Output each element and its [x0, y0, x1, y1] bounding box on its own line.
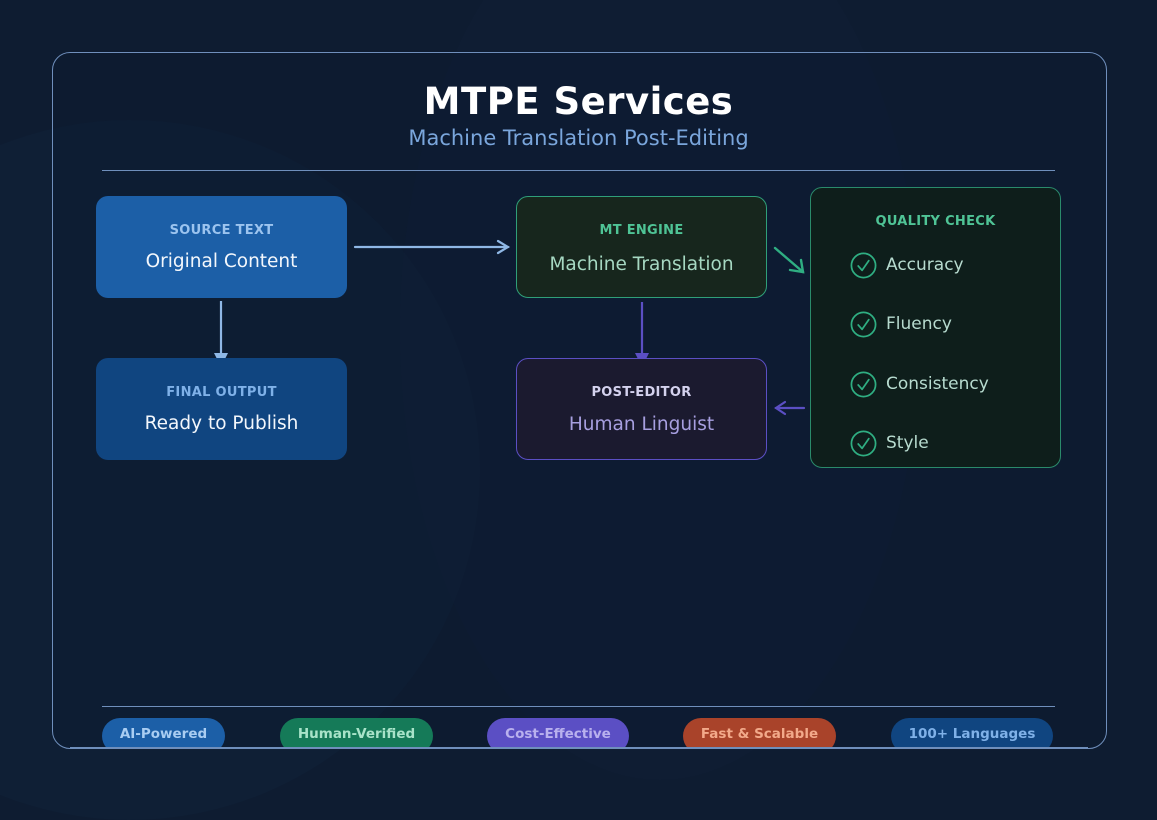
quality-item: Fluency [849, 309, 952, 339]
arrow-quality-to-post-editor [774, 400, 806, 416]
node-mt-engine[interactable]: MT ENGINE Machine Translation [516, 196, 767, 298]
node-post-editor[interactable]: POST-EDITOR Human Linguist [516, 358, 767, 460]
node-quality-check[interactable]: QUALITY CHECK Accuracy Fluency Consisten… [810, 187, 1061, 468]
tag-ai-powered[interactable]: AI-Powered [102, 718, 225, 748]
node-value: Machine Translation [549, 254, 734, 275]
node-final-output[interactable]: FINAL OUTPUT Ready to Publish [96, 358, 347, 460]
page-title: MTPE Services [423, 80, 734, 123]
tag-languages[interactable]: 100+ Languages [891, 718, 1053, 748]
tag-label: AI-Powered [119, 726, 208, 742]
quality-item-label: Accuracy [886, 255, 964, 275]
quality-item: Style [849, 428, 929, 458]
node-label: QUALITY CHECK [875, 214, 996, 229]
quality-item-label: Consistency [886, 374, 989, 394]
quality-item-label: Fluency [886, 314, 952, 334]
tag-label: Fast & Scalable [700, 726, 819, 742]
header-divider [102, 170, 1055, 171]
footer-divider [102, 706, 1055, 707]
check-circle-icon [850, 430, 877, 456]
quality-item: Accuracy [849, 250, 964, 280]
frame-bottom-edge [70, 747, 1088, 748]
tag-row: AI-Powered Human-Verified Cost-Effective… [102, 718, 1053, 748]
node-value: Human Linguist [568, 414, 715, 435]
quality-item-label: Style [886, 433, 929, 453]
node-label: FINAL OUTPUT [166, 385, 277, 400]
tag-fast-scalable[interactable]: Fast & Scalable [683, 718, 836, 748]
node-label: SOURCE TEXT [169, 223, 274, 238]
check-circle-icon [850, 311, 877, 337]
tag-human-verified[interactable]: Human-Verified [280, 718, 433, 748]
arrow-source-to-mt [353, 239, 511, 255]
tag-label: 100+ Languages [908, 726, 1036, 742]
tag-cost-effective[interactable]: Cost-Effective [487, 718, 629, 748]
tag-label: Human-Verified [297, 726, 416, 742]
page-subtitle: Machine Translation Post-Editing [408, 126, 749, 150]
node-value: Original Content [145, 251, 298, 272]
quality-item: Consistency [849, 369, 989, 399]
arrow-mt-to-quality [773, 246, 805, 274]
node-value: Ready to Publish [144, 413, 299, 434]
node-label: MT ENGINE [599, 223, 684, 238]
check-circle-icon [850, 371, 877, 397]
check-circle-icon [850, 252, 877, 278]
tag-label: Cost-Effective [505, 726, 611, 742]
node-source-text[interactable]: SOURCE TEXT Original Content [96, 196, 347, 298]
node-label: POST-EDITOR [591, 385, 692, 400]
